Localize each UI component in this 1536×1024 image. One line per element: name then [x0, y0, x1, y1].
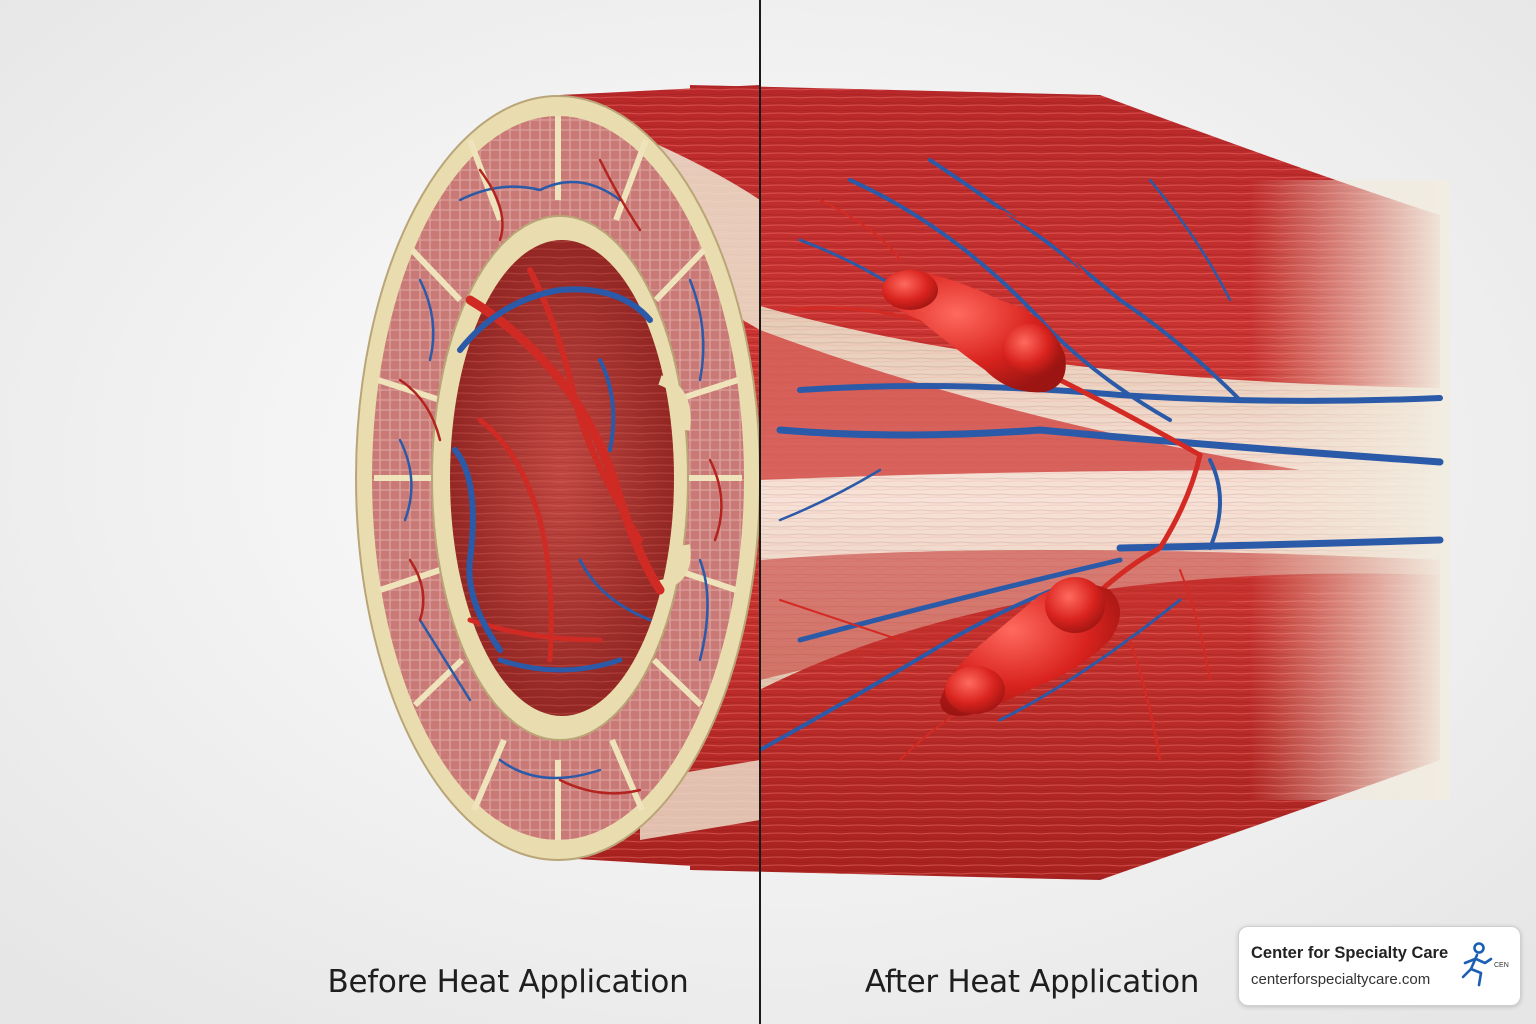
before-lumen-vessels [452, 267, 665, 673]
before-cylinder [355, 85, 761, 870]
caption-after: After Heat Application [864, 964, 1200, 1000]
logo-url: centerforspecialtycare.com [1251, 971, 1431, 988]
after-muscle-bundle [690, 85, 1450, 880]
after-dilated-vessels [882, 270, 1120, 716]
after-arteries [779, 199, 1211, 762]
logo-card[interactable]: Center for Specialty Care centerforspeci… [1238, 926, 1521, 1006]
caption-before: Before Heat Application [327, 964, 689, 1000]
logo-name: Center for Specialty Care [1251, 944, 1449, 962]
logo-mark-text: CEN [1494, 962, 1509, 969]
runner-logo-icon [1461, 942, 1493, 987]
before-ring-vessels [398, 158, 723, 795]
